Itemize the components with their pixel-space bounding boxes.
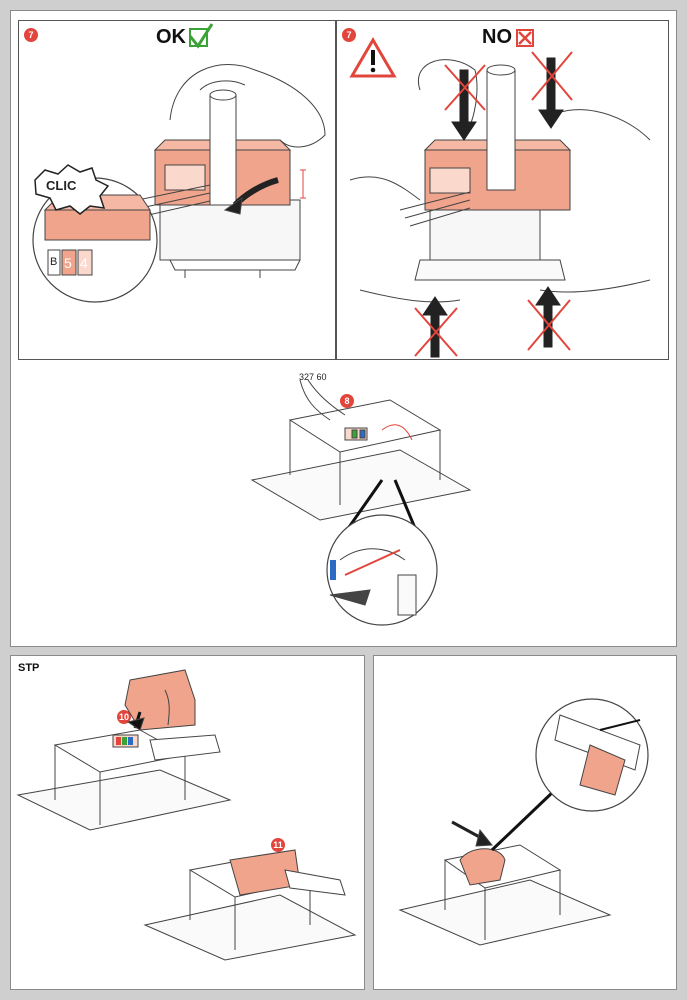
warning-icon	[349, 37, 397, 78]
forbidden-cross-marks	[414, 51, 573, 357]
ok-heading: OK	[156, 26, 186, 48]
step-10: 10	[117, 710, 131, 724]
ok-jack-illustration	[89, 63, 326, 278]
wiring-step-8-illustration	[250, 379, 472, 521]
stp-label: STP	[18, 662, 40, 674]
stp-module-step-10	[16, 729, 232, 831]
shield-module-illustration	[398, 788, 612, 946]
clic-burst-icon	[34, 164, 110, 215]
step-7-ok: 7	[24, 28, 38, 42]
step-11: 11	[271, 838, 285, 852]
ref-label: 327 60	[299, 372, 327, 382]
no-cross-icon	[516, 29, 534, 47]
stp-module-step-11	[143, 849, 357, 961]
step-8: 8	[340, 394, 354, 408]
step-7-no: 7	[342, 28, 356, 42]
no-jack-illustration	[349, 59, 651, 303]
pin-b-label: B	[50, 256, 58, 268]
stp-shield-clip-illustration	[124, 669, 196, 731]
pin-5-label: 5	[64, 255, 72, 271]
shield-zoom-inset	[535, 698, 649, 812]
clic-zoom-inset	[32, 177, 158, 303]
cut-zoom-inset	[326, 479, 438, 626]
no-heading: NO	[482, 26, 512, 48]
pin-4-label: 4	[80, 255, 88, 271]
clic-label: CLIC	[46, 178, 77, 193]
ok-check-icon	[188, 23, 214, 49]
